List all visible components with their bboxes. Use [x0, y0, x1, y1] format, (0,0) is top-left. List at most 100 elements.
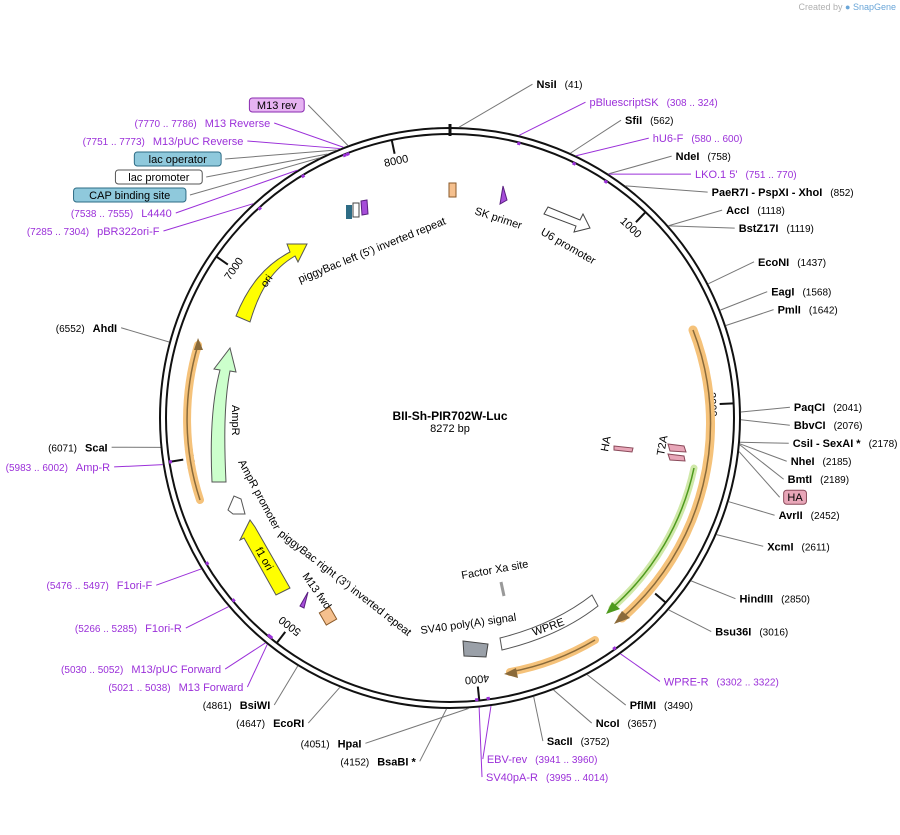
leader-line [625, 185, 708, 193]
site-name: XcmI [767, 541, 793, 553]
site-bsiwi: BsiWI(4861) [203, 700, 270, 712]
site-name: PaqCI [794, 402, 825, 414]
primer-name: M13 Forward [179, 682, 244, 694]
leader-line [224, 642, 266, 670]
feature-factor-xa: Factor Xa site [460, 558, 529, 597]
site-hpai: HpaI(4051) [301, 738, 362, 750]
primer-range: (308 .. 324) [667, 98, 718, 109]
site-name: HindIII [739, 594, 773, 606]
leader-line [720, 291, 768, 311]
primer-m13-puc-forward: M13/pUC Forward(5030 .. 5052) [61, 664, 221, 676]
primer-binding-mark [342, 153, 347, 158]
primer-wpre-r: WPRE-R(3302 .. 3322) [664, 676, 779, 688]
primer-range: (7285 .. 7304) [27, 227, 89, 238]
primer-f1ori-r: F1ori-R(5266 .. 5285) [75, 623, 182, 635]
site-name: BsaBI * [377, 756, 416, 768]
leader-line [114, 464, 163, 468]
site-name: SfiI [625, 115, 642, 127]
plasmid-name: BII-Sh-PIR702W-Luc [392, 409, 507, 423]
site-position: (4051) [301, 739, 330, 750]
primer-name: F1ori-R [145, 623, 182, 635]
site-name: AhdI [93, 323, 117, 335]
primer-range: (7538 .. 7555) [71, 209, 133, 220]
primer-name: hU6-F [653, 133, 684, 145]
tick-mark-4000 [476, 686, 481, 701]
site-position: (3490) [664, 701, 693, 712]
primer-name: pBR322ori-F [97, 226, 160, 238]
site-position: (1118) [757, 206, 784, 217]
site-name: Bsu36I [715, 627, 751, 639]
leader-line [206, 153, 328, 178]
site-position: (41) [565, 80, 583, 91]
leader-line [575, 137, 649, 157]
backbone [159, 124, 741, 709]
primer-binding-mark [205, 561, 210, 566]
feature-tag-box [248, 97, 305, 113]
site-sacii: SacII(3752) [547, 736, 610, 748]
leader-line [189, 157, 320, 196]
primer-range: (580 .. 600) [691, 134, 742, 145]
feature-tag-label: M13 rev [257, 100, 297, 112]
site-avrii: AvrII(2452) [779, 510, 840, 522]
feature-factor-xa-label: Factor Xa site [460, 558, 529, 582]
site-name: AccI [726, 205, 749, 217]
leader-line [738, 451, 781, 498]
primer-name: Amp-R [76, 462, 110, 474]
leader-line [739, 443, 787, 462]
site-nhei: NheI(2185) [791, 456, 852, 468]
site-position: (3657) [628, 719, 657, 730]
leader-line [365, 707, 469, 744]
orf-left [183, 338, 204, 504]
primer-name: LKO.1 5' [695, 169, 737, 181]
leader-line [740, 406, 790, 413]
site-bmti: BmtI(2189) [788, 474, 849, 486]
primer-name: EBV-rev [487, 754, 528, 766]
feature-tag-lac-operator: lac operator [133, 151, 222, 167]
primer-name: M13/pUC Reverse [153, 136, 243, 148]
primer-binding-mark [612, 646, 617, 651]
site-name: PflMI [630, 700, 656, 712]
leader-line [716, 534, 764, 547]
site-position: (1437) [797, 258, 826, 269]
leader-line [458, 83, 533, 128]
feature-tag-label: HA [787, 492, 803, 504]
site-bbvci: BbvCI(2076) [794, 420, 863, 432]
feature-piggybac-left-label: piggyBac left (5') inverted repeat [297, 215, 448, 285]
primer-name: WPRE-R [664, 676, 709, 688]
tick-label: 4000 [464, 671, 490, 685]
primer-l4440: L4440(7538 .. 7555) [71, 208, 172, 220]
primer-sv40pa-r: SV40pA-R(3995 .. 4014) [486, 772, 608, 784]
feature-ha-label: HA [599, 435, 614, 453]
site-position: (1119) [786, 224, 813, 235]
site-name: EagI [771, 287, 794, 299]
primer-range: (3995 .. 4014) [546, 773, 608, 784]
leader-line [553, 689, 593, 724]
orf-lower [504, 636, 599, 678]
leader-line [478, 707, 483, 778]
leader-line [163, 203, 254, 232]
primer-range: (3941 .. 3960) [535, 755, 597, 766]
primer-range: (7770 .. 7786) [135, 119, 197, 130]
primer-lko-1-5: LKO.1 5'(751 .. 770) [695, 169, 797, 181]
leader-line [586, 674, 627, 706]
site-position: (2452) [811, 511, 840, 522]
site-name: BbvCI [794, 420, 826, 432]
site-position: (4647) [236, 719, 265, 730]
site-acci: AccI (1118) [726, 205, 785, 217]
feature-tag-cap-binding-site: CAP binding site [73, 187, 187, 203]
orf-right-large [614, 325, 716, 624]
leader-line [175, 169, 298, 214]
leader-line [307, 687, 341, 724]
site-ncoi: NcoI(3657) [596, 718, 657, 730]
credit-prefix: Created by [798, 2, 843, 12]
primer-pbr322ori-f: pBR322ori-F (7285 .. 7304) [27, 226, 160, 238]
site-name: PmlI [778, 305, 801, 317]
primer-name: pBluescriptSK [589, 97, 659, 109]
leader-line [120, 327, 170, 343]
site-hindiii: HindIII(2850) [739, 594, 810, 606]
site-name: NdeI [676, 151, 700, 163]
site-name: NsiI [536, 79, 556, 91]
primer-binding-mark [571, 161, 577, 166]
leader-line [707, 261, 755, 285]
primer-pbluescriptsk: pBluescriptSK (308 .. 324) [589, 97, 717, 109]
